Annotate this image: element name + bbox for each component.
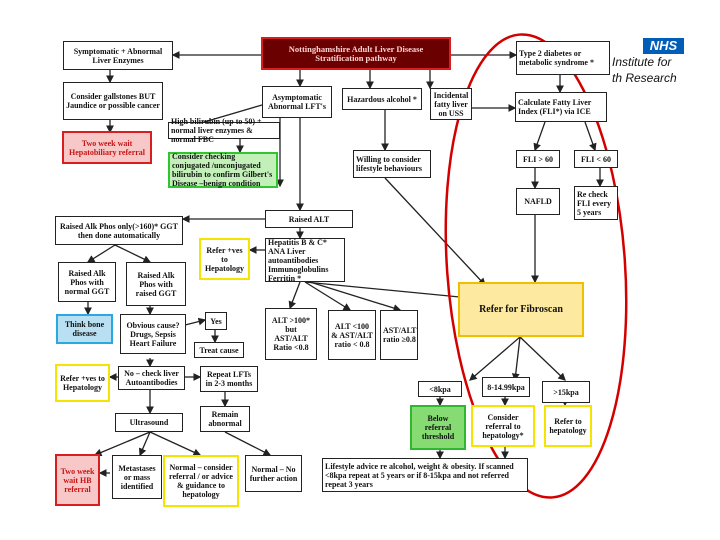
node-consider-gallstones: Consider gallstones BUT Jaundice or poss…	[63, 82, 163, 120]
node-symptomatic: Symptomatic + Abnormal Liver Enzymes	[63, 41, 173, 70]
node-remain-abnormal: Remain abnormal	[200, 406, 250, 432]
node-two-week-hpb: Two week wait Hepatobiliary referral	[62, 131, 152, 164]
node-treat-cause: Treat cause	[194, 342, 244, 358]
node-nafld: NAFLD	[516, 188, 560, 215]
logo-text-line2: th Research	[612, 71, 677, 85]
node-recheck-fli: Re check FLI every 5 years	[574, 186, 618, 220]
node-refer-hepatology-1: Refer +ves to Hepatology	[199, 238, 250, 280]
node-normal-consider: Normal – consider referral / or advice &…	[163, 455, 239, 507]
node-consider-referral-hep: Consider referral to hepatology*	[471, 405, 535, 447]
node-fli-gt60: FLI > 60	[516, 150, 560, 168]
node-lifestyle-advice: Lifestyle advice re alcohol, weight & ob…	[322, 458, 528, 492]
node-metastases: Metastases or mass identified	[112, 455, 162, 499]
node-consider-conjugated: Consider checking conjugated /unconjugat…	[168, 152, 278, 188]
node-repeat-lfts: Repeat LFTs in 2-3 months	[200, 366, 258, 392]
node-willing-lifestyle: Willing to consider lifestyle behaviours	[353, 150, 431, 178]
node-type2-diabetes: Type 2 diabetes or metabolic syndrome *	[516, 41, 610, 75]
node-below-referral: Below referral threshold	[410, 405, 466, 450]
node-ultrasound: Ultrasound	[115, 413, 183, 432]
node-calc-fli: Calculate Fatty Liver Index (FLI*) via I…	[515, 92, 607, 122]
node-obvious-cause: Obvious cause? Drugs, Sepsis Heart Failu…	[120, 314, 186, 354]
node-8-14kpa: 8-14.99kpa	[482, 377, 530, 397]
node-fli-lt60: FLI < 60	[574, 150, 618, 168]
node-incidental-fatty: Incidental fatty liver on USS	[430, 88, 472, 120]
node-alt-lt100: ALT <100 & AST/ALT ratio < 0.8	[328, 310, 376, 360]
node-raised-alk-phos: Raised Alk Phos only(>160)* GGT then don…	[55, 216, 183, 245]
node-hepatitis-screen: Hepatitis B & C* ANA Liver autoantibodie…	[265, 238, 345, 283]
node-normal-no-action: Normal – No further action	[245, 455, 302, 492]
node-no-check-liver: No – check liver Autoantibodies	[118, 366, 185, 390]
node-yes: Yes	[205, 312, 227, 330]
node-alp-normal-ggt: Raised Alk Phos with normal GGT	[58, 262, 116, 302]
node-hazardous-alcohol: Hazardous alcohol *	[342, 88, 422, 110]
highlight-ellipse	[444, 33, 628, 499]
node-two-week-hb: Two week wait HB referral	[55, 454, 100, 506]
pathway-title: Nottinghamshire Adult Liver Disease Stra…	[261, 37, 451, 70]
node-high-bilirubin: High bilirubin (up to 50) + normal liver…	[168, 117, 280, 144]
node-gt15kpa: >15kpa	[542, 381, 590, 403]
node-asymptomatic: Asymptomatic Abnormal LFT's	[262, 86, 332, 118]
node-think-bone: Think bone disease	[56, 314, 113, 344]
node-refer-to-hepatology: Refer to hepatology	[544, 405, 592, 447]
nhs-logo: NHS	[643, 38, 684, 54]
node-alt-gt100: ALT >100* but AST/ALT Ratio <0.8	[265, 308, 317, 360]
node-ast-alt-ratio: AST/ALT ratio ≥0.8	[380, 310, 418, 360]
node-refer-fibroscan: Refer for Fibroscan	[458, 282, 584, 337]
node-alp-raised-ggt: Raised Alk Phos with raised GGT	[126, 262, 186, 306]
node-refer-hepatology-2: Refer +ves to Hepatology	[55, 364, 110, 402]
node-raised-alt: Raised ALT	[265, 210, 353, 228]
node-lt8kpa: <8kpa	[418, 381, 462, 397]
logo-text-line1: Institute for	[612, 55, 672, 69]
